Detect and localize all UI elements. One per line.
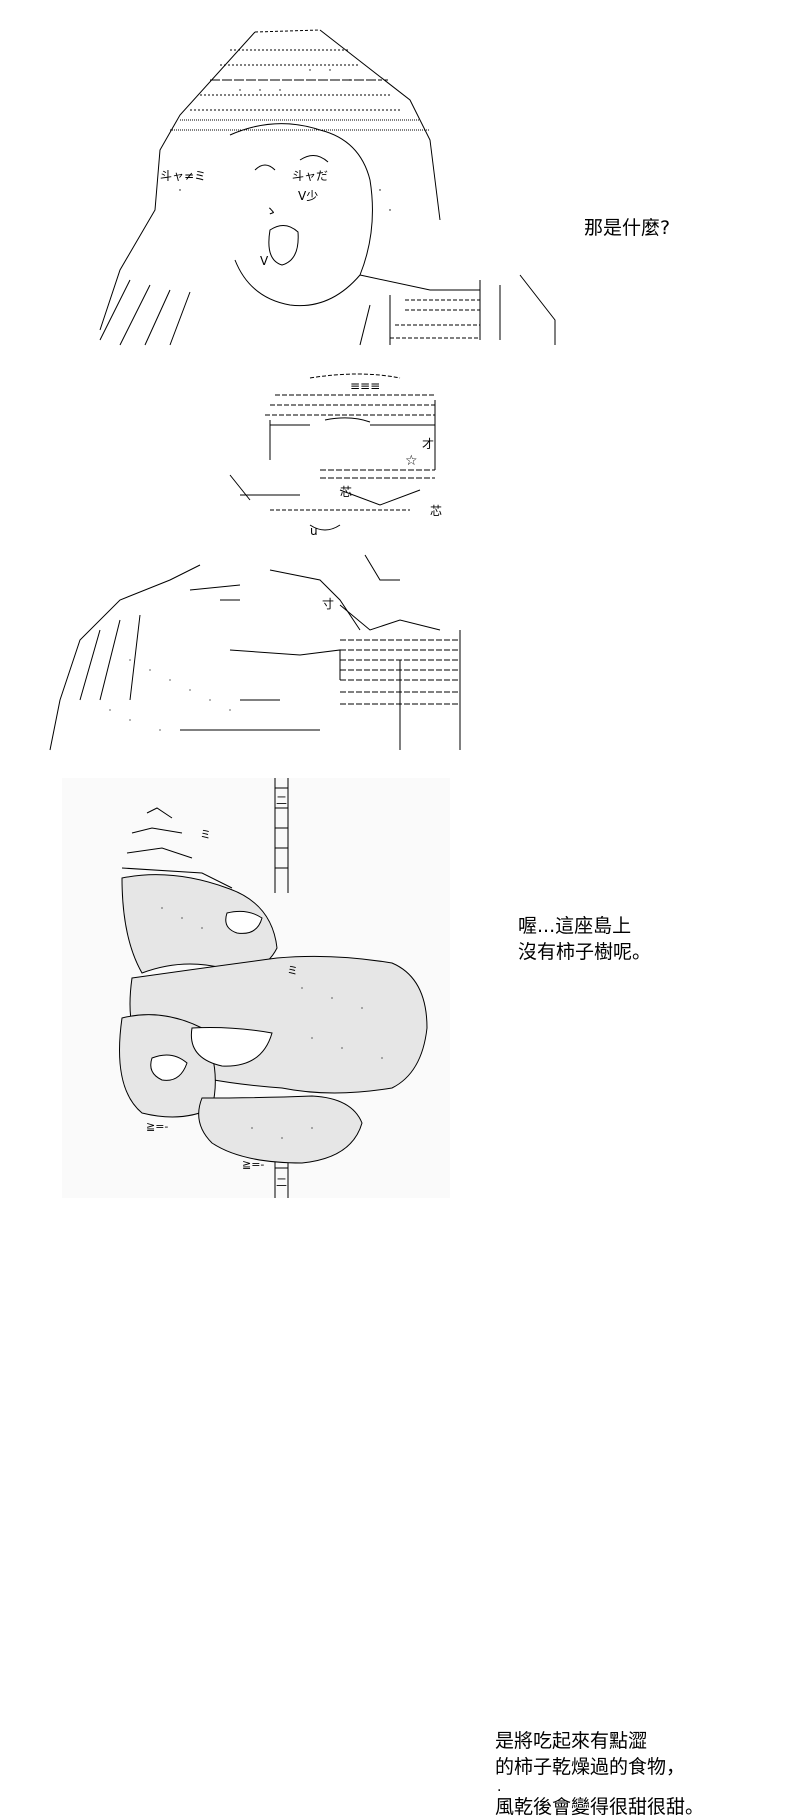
art-glyph: ≧=-	[146, 1120, 168, 1133]
art-glyph: ミ	[200, 828, 211, 841]
caption-line: 的柿子乾燥過的食物，	[495, 1756, 686, 1778]
art-glyph: ミ	[287, 964, 298, 977]
art-glyph: 芯	[340, 485, 352, 499]
caption-line: 是將吃起來有點澀	[495, 1730, 648, 1752]
ascii-art-persimmon: ミ 二 ミ ≧=- ≧=- 二	[62, 778, 450, 1198]
art-glyph: ゝ	[265, 204, 277, 218]
ascii-art-figure-1: 斗ャだ 斗ャ≠ミ ゝ V V少	[60, 20, 560, 350]
art-glyph: ≡≡≡	[350, 379, 380, 393]
dialogue-caption-3: 是將吃起來有點澀 的柿子乾燥過的食物， . 風乾後會變得很甜很甜。	[495, 1728, 704, 1820]
art-glyph: V少	[298, 189, 318, 203]
art-glyph: 二	[276, 1176, 287, 1189]
art-glyph: V	[260, 254, 269, 268]
caption-line: 喔...這座島上	[518, 915, 632, 937]
ascii-art-drawing-3: ミ 二 ミ ≧=- ≧=- 二	[119, 778, 428, 1198]
caption-dot: .	[497, 1779, 502, 1795]
ascii-art-drawing-2: ≡≡≡ ☆ 才 芯 芯 寸 u	[49, 373, 461, 751]
art-glyph: ☆	[405, 453, 418, 469]
panel-3: ミ 二 ミ ≧=- ≧=- 二 是將吃起來有點澀 的柿子乾燥過的食物， . 風乾…	[0, 770, 800, 1818]
panel-1: 斗ャだ 斗ャ≠ミ ゝ V V少 那是什麼?	[0, 0, 800, 370]
caption-line: 風乾後會變得很甜很甜。	[495, 1796, 705, 1818]
art-glyph: 寸	[322, 597, 334, 611]
caption-line: 沒有柿子樹呢。	[518, 941, 652, 963]
caption-line: 那是什麼?	[584, 217, 671, 239]
ascii-art-drawing-1: 斗ャだ 斗ャ≠ミ ゝ V V少	[99, 29, 556, 346]
art-glyph: 斗ャ≠ミ	[160, 169, 206, 183]
art-glyph: 二	[276, 794, 287, 807]
art-glyph: ≧=-	[242, 1158, 264, 1171]
art-glyph: u	[310, 524, 318, 538]
ascii-art-figure-2: ≡≡≡ ☆ 才 芯 芯 寸 u	[40, 370, 480, 760]
dialogue-caption-2: 喔...這座島上 沒有柿子樹呢。	[518, 913, 651, 965]
art-glyph: 斗ャだ	[292, 169, 328, 183]
art-glyph: 芯	[430, 504, 442, 518]
panel-2: ≡≡≡ ☆ 才 芯 芯 寸 u 喔...這座島上 沒有柿子樹呢。	[0, 370, 800, 963]
dialogue-caption-1: 那是什麼?	[584, 215, 670, 241]
art-glyph: 才	[422, 437, 434, 451]
